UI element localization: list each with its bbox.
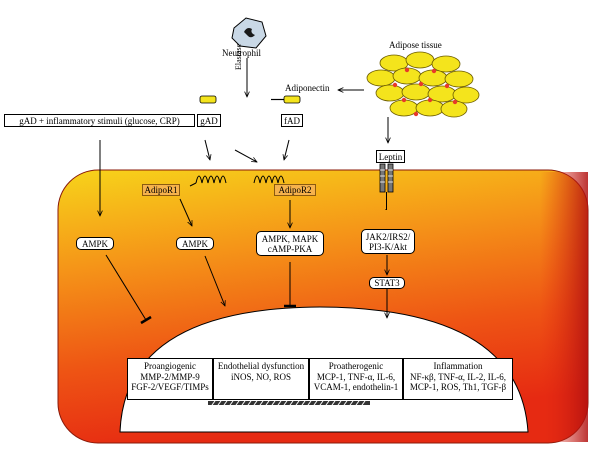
outcome-line: MCP-1, TNF-α, IL-6, [316,371,396,382]
ampk-mapk-box: AMPK, MAPK cAMP-PKA [256,231,324,256]
outcome-proangiogenic: Proangiogenic MMP-2/MMP-9 FGF-2/VEGF/TIM… [127,358,213,400]
adipor1-receptor-icon [189,175,227,187]
fad-box: fAD [281,114,303,127]
neutrophil-icon [231,17,267,49]
outcome-line: Inflammation [433,361,483,371]
outcome-line: MCP-1, ROS, Th1, TGF-β [409,382,507,392]
ampk-mapk-line-1: AMPK, MAPK [261,234,319,244]
ampk-left-box: AMPK [76,237,114,250]
gad-stimuli-box: gAD + inflammatory stimuli (glucose, CRP… [4,114,195,127]
arrows [100,58,388,325]
stat3-box: STAT3 [369,277,405,289]
outcome-endothelial-dysfunction: Endothelial dysfunction iNOS, NO, ROS [213,358,309,400]
ampk-mid-box: AMPK [176,237,214,250]
outcome-line: NF-κβ, TNF-α, IL-2, IL-6, [409,371,507,382]
outcome-line: Proangiogenic [144,361,196,371]
adiponectin-label: Adiponectin [285,83,330,93]
jak-pathway-box: JAK2/IRS2/ PI3-K/Akt [361,229,415,254]
adipor2-receptor-icon [253,175,285,184]
hatch-lines [211,400,366,406]
neutrophil-label: Neutrophil [222,48,261,58]
jak-line-1: JAK2/IRS2/ [365,232,411,242]
outcome-line: VCAM-1, endothelin-1 [313,382,399,392]
outcome-proatherogenic: Proatherogenic MCP-1, TNF-α, IL-6, VCAM-… [309,358,403,400]
leptin-box: Leptin [376,150,405,163]
cell-edge-shade [540,172,588,442]
outcome-line: Proatherogenic [328,361,384,371]
jak-line-2: PI3-K/Akt [369,242,407,252]
outcome-line: MMP-2/MMP-9 [140,371,200,382]
outcome-line: Endothelial dysfunction [217,361,305,371]
adipor1-box: AdipoR1 [142,184,180,196]
ampk-mapk-line-2: cAMP-PKA [267,244,313,254]
elastase-label: Elastase [234,43,243,70]
outcome-inflammation: Inflammation NF-κβ, TNF-α, IL-2, IL-6, M… [403,358,513,400]
gad-ligand-icon [199,95,217,104]
adipose-tissue-icon [366,51,480,118]
adipor2-box: AdipoR2 [274,184,316,196]
outcome-line: FGF-2/VEGF/TIMPs [131,382,209,392]
gad-box: gAD [197,114,221,127]
hatched-band [208,401,370,405]
adipose-tissue-label: Adipose tissue [389,40,442,50]
leptin-receptor-icon [379,163,394,210]
outcome-line: iNOS, NO, ROS [230,371,291,382]
fad-ligand-icon [271,95,301,104]
